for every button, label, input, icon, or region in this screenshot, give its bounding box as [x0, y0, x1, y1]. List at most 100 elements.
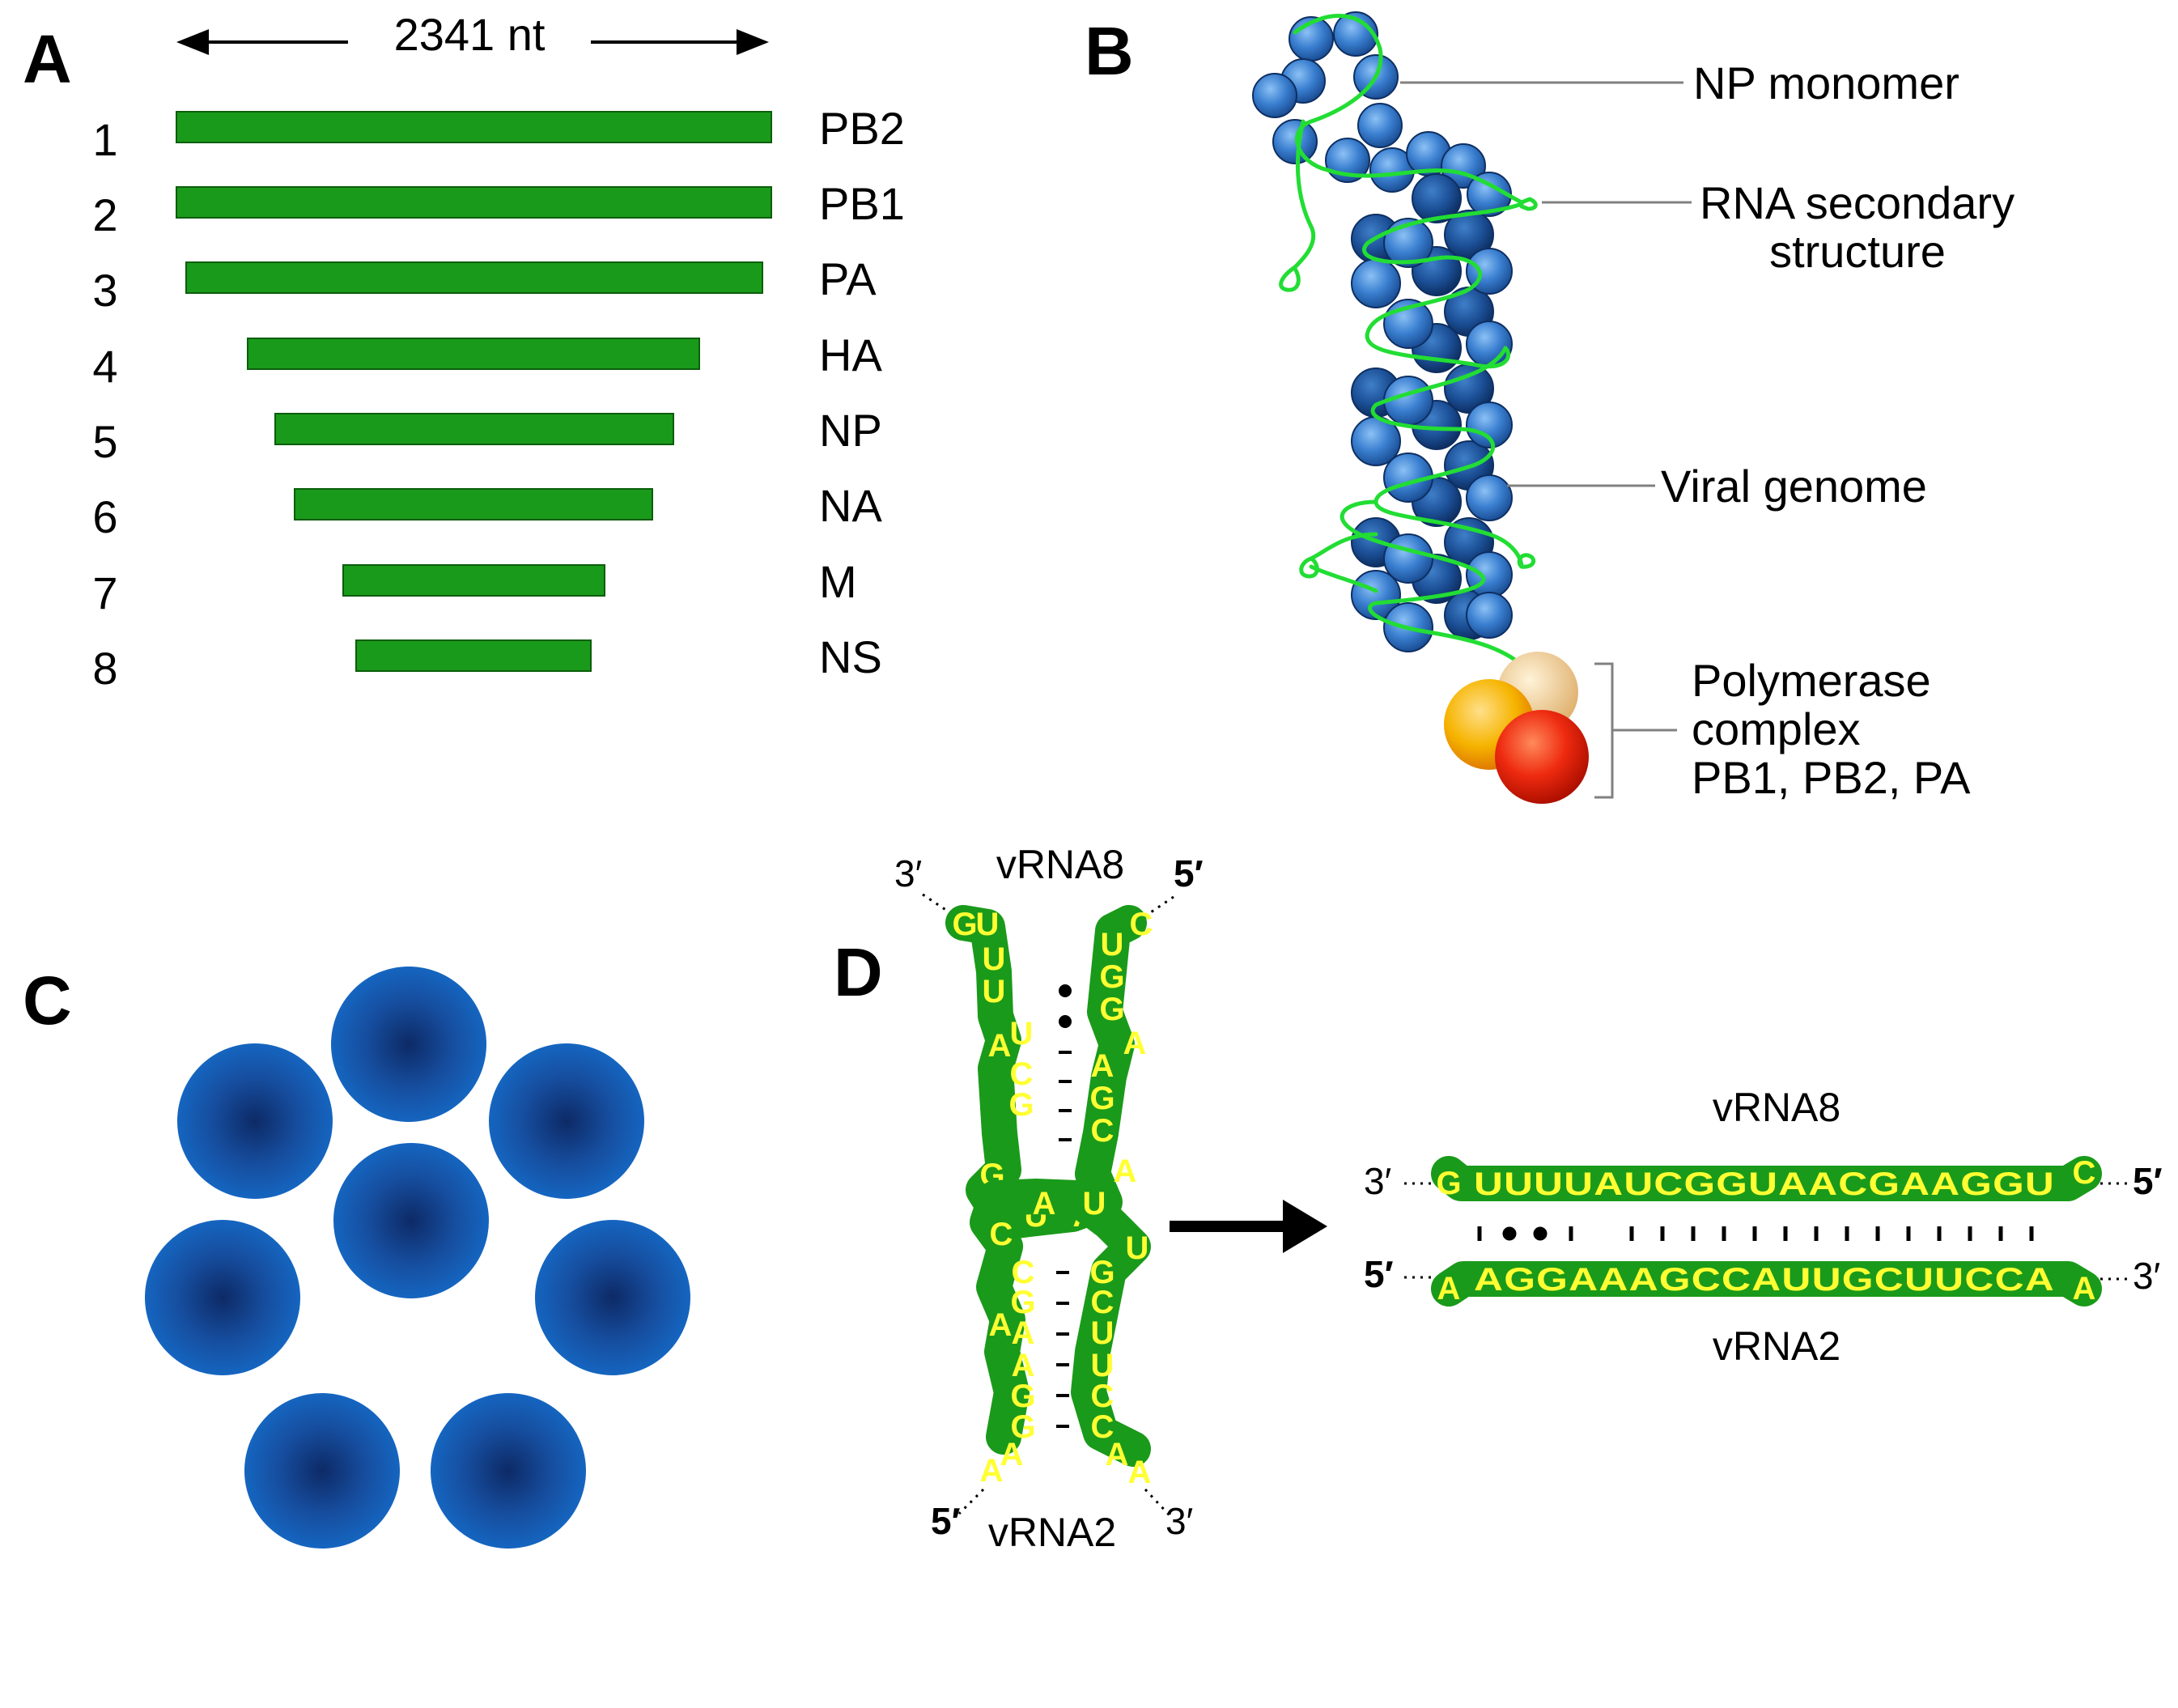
- panel-a: A 2341 nt 1 PB2 2 PB1 3 PA 4 HA: [23, 9, 905, 694]
- nucleotide: U: [1083, 1186, 1106, 1222]
- nucleotide: C: [1091, 1285, 1114, 1320]
- nucleotide: U: [1126, 1230, 1149, 1266]
- duplex-vrna8-label: vRNA8: [1713, 1085, 1840, 1130]
- polymerase-bracket: [1594, 662, 1677, 799]
- nucleotide: U: [1091, 1348, 1114, 1383]
- panel-label-d: D: [834, 934, 883, 1010]
- np-monomer: [1357, 103, 1403, 148]
- segment-number: 8: [92, 643, 117, 694]
- nucleotide: A: [1012, 1348, 1035, 1383]
- five-prime-label: 5′: [2133, 1160, 2163, 1202]
- panel-label-b: B: [1085, 13, 1134, 89]
- np-monomer: [1412, 173, 1462, 223]
- hairpin-vrna2-pairs: [1056, 1271, 1069, 1428]
- transition-arrow-icon: [1170, 1200, 1327, 1253]
- nucleotide: A: [1091, 1048, 1114, 1084]
- hairpin-vrna8-pairs: [1059, 984, 1072, 1141]
- rnp-cross-section: [145, 1220, 300, 1375]
- duplex-top-terminal: C: [2073, 1155, 2096, 1191]
- nucleotide: G: [1089, 1081, 1114, 1116]
- polymerase-subunit: [1495, 710, 1589, 804]
- segment-name: NS: [819, 631, 882, 682]
- rnp-cross-section: [177, 1043, 333, 1199]
- duplex-top-terminal: G: [1436, 1166, 1461, 1201]
- nucleotide: U: [1010, 1016, 1034, 1052]
- segment-bar-np: [274, 413, 674, 445]
- duplex-top-sequence: UUUUAUCGGUAACGAAGGU: [1474, 1166, 2055, 1202]
- nucleotide: G: [1010, 1285, 1035, 1320]
- segment-number: 5: [92, 416, 117, 467]
- segment-number: 2: [92, 189, 117, 240]
- segment-bar-m: [342, 564, 605, 597]
- np-monomer: [1351, 258, 1401, 308]
- three-prime-label: 3′: [1165, 1500, 1193, 1542]
- np-monomer: [1466, 592, 1513, 639]
- hairpin-vrna2-label: vRNA2: [988, 1510, 1116, 1555]
- nucleotide: C: [990, 1217, 1013, 1252]
- segment-number: 4: [92, 341, 117, 392]
- nucleotide: U: [976, 907, 1000, 942]
- duplex-pairs: [1477, 1226, 2034, 1241]
- rnp-cross-section: [535, 1220, 690, 1375]
- np-monomer: [1467, 172, 1512, 217]
- segment-name: PA: [819, 253, 877, 304]
- np-monomer: [1466, 402, 1513, 448]
- segment-row-5: 5 NP: [92, 405, 881, 467]
- gu-pair-dot: [1059, 1015, 1072, 1028]
- segment-row-6: 6 NA: [92, 480, 882, 542]
- three-prime-label: 3′: [894, 852, 922, 894]
- polymerase-complex: [1444, 652, 1589, 804]
- gu-pair-dot: [1059, 984, 1072, 997]
- panel-label-c: C: [23, 962, 72, 1039]
- nucleotide: A: [1106, 1437, 1129, 1472]
- panel-d: D vRNA8 3′ 5′ G U U U A U C G G U A C U …: [834, 842, 2163, 1555]
- duplex-bottom-ribbon: [1431, 1261, 2102, 1306]
- three-prime-label: 3′: [1364, 1160, 1391, 1202]
- duplex-vrna2-label: vRNA2: [1713, 1323, 1840, 1369]
- np-monomer: [1272, 119, 1318, 164]
- panel-b: B: [1085, 11, 2015, 804]
- nucleotide: G: [1089, 1255, 1114, 1290]
- nucleotide: A: [1012, 1315, 1035, 1351]
- nucleotide: G: [1099, 959, 1124, 995]
- segment-bar-ns: [355, 639, 592, 672]
- hairpin-vrna8-ribbon: [945, 905, 1147, 1240]
- arrow-left-icon: [176, 29, 209, 55]
- nucleotide: C: [1091, 1113, 1114, 1149]
- nucleotide: G: [952, 907, 977, 942]
- hairpin-vrna2-ribbon: [970, 1179, 1151, 1467]
- rnp-cross-section: [431, 1393, 586, 1549]
- segment-row-1: 1 PB2: [92, 103, 904, 165]
- nucleotide: A: [1128, 1455, 1152, 1490]
- label-rna-secondary: RNA secondary: [1700, 177, 2015, 228]
- nucleotide: C: [1091, 1379, 1114, 1414]
- nucleotide: U: [1101, 927, 1124, 962]
- rnp-cross-section: [333, 1143, 489, 1298]
- nucleotide: A: [1123, 1026, 1147, 1061]
- segment-name: M: [819, 556, 857, 607]
- np-monomer: [1333, 11, 1378, 57]
- nucleotide: U: [983, 974, 1006, 1009]
- label-polymerase-subunits: PB1, PB2, PA: [1692, 752, 1971, 803]
- segment-row-3: 3 PA: [92, 253, 877, 316]
- segment-name: HA: [819, 329, 882, 380]
- segment-name: PB1: [819, 178, 905, 229]
- segment-bar-pb1: [176, 186, 772, 219]
- strand-continuation: [957, 1488, 985, 1515]
- segment-number: 7: [92, 567, 117, 618]
- five-prime-label: 5′: [931, 1500, 961, 1542]
- five-prime-label: 5′: [1364, 1253, 1394, 1295]
- np-monomer: [1466, 551, 1513, 598]
- nucleotide: G: [1010, 1379, 1035, 1414]
- strand-continuation: [1140, 895, 1174, 920]
- nucleotide: G: [1010, 1409, 1035, 1445]
- nucleotide: G: [1008, 1087, 1034, 1123]
- nucleotide: A: [1033, 1186, 1056, 1222]
- segment-row-4: 4 HA: [92, 329, 882, 392]
- nucleotide: A: [980, 1453, 1004, 1489]
- segment-name: PB2: [819, 103, 905, 154]
- segment-number: 1: [92, 114, 117, 165]
- segment-number: 6: [92, 491, 117, 542]
- segment-name: NA: [819, 480, 882, 531]
